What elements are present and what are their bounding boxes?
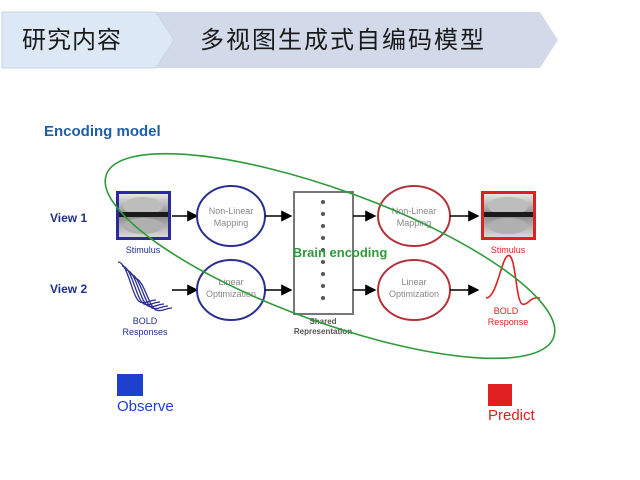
optim-label-line1: Linear [218,277,243,287]
observe-label: Observe [117,398,174,415]
optim-out-label-line2: Optimization [389,289,439,299]
bold-waveform-icon [117,261,173,312]
bold-label-line1: BOLD [133,316,158,326]
shared-label-line1: Shared [309,317,336,326]
out-bold-label-line1: BOLD [494,306,519,316]
optim-out-label-line1: Linear [401,277,426,287]
view1-label: View 1 [50,211,87,225]
optim-label-line2: Optimization [206,289,256,299]
nonlinear-mapping-node-in [196,185,266,247]
observe-swatch [117,374,143,396]
predict-label: Predict [488,407,536,424]
view2-label: View 2 [50,282,87,296]
section-label: 研究内容 [22,26,122,54]
mapping-out-label-line2: Mapping [397,218,432,228]
nonlinear-mapping-node-out [377,185,451,247]
out-bold-label-line2: Response [488,317,529,327]
shared-label-line2: Representation [294,327,352,336]
header-banner [1,11,558,69]
predicted-brain-scan-icon [481,191,536,240]
brain-scan-icon [116,191,171,240]
bold-label-line2: Responses [122,327,168,337]
brain-encoding-label: Brain encoding [293,245,388,260]
brain-encoding-ellipse [104,152,556,360]
out-stimulus-label: Stimulus [491,245,526,255]
header-title-arrow [170,12,558,68]
predicted-bold-waveform-icon [485,255,541,306]
mapping-label-line2: Mapping [214,218,249,228]
slide-header: 研究内容 多视图生成式自编码模型 [0,10,640,70]
mapping-label-line1: Non-Linear [209,206,254,216]
shared-box-icon [293,191,354,315]
mapping-out-label-line1: Non-Linear [392,206,437,216]
diagram-heading: Encoding model [44,123,161,140]
slide-title: 多视图生成式自编码模型 [200,26,486,54]
stimulus-label: Stimulus [126,245,161,255]
predict-swatch [488,384,512,406]
header-section-tab [1,11,175,69]
